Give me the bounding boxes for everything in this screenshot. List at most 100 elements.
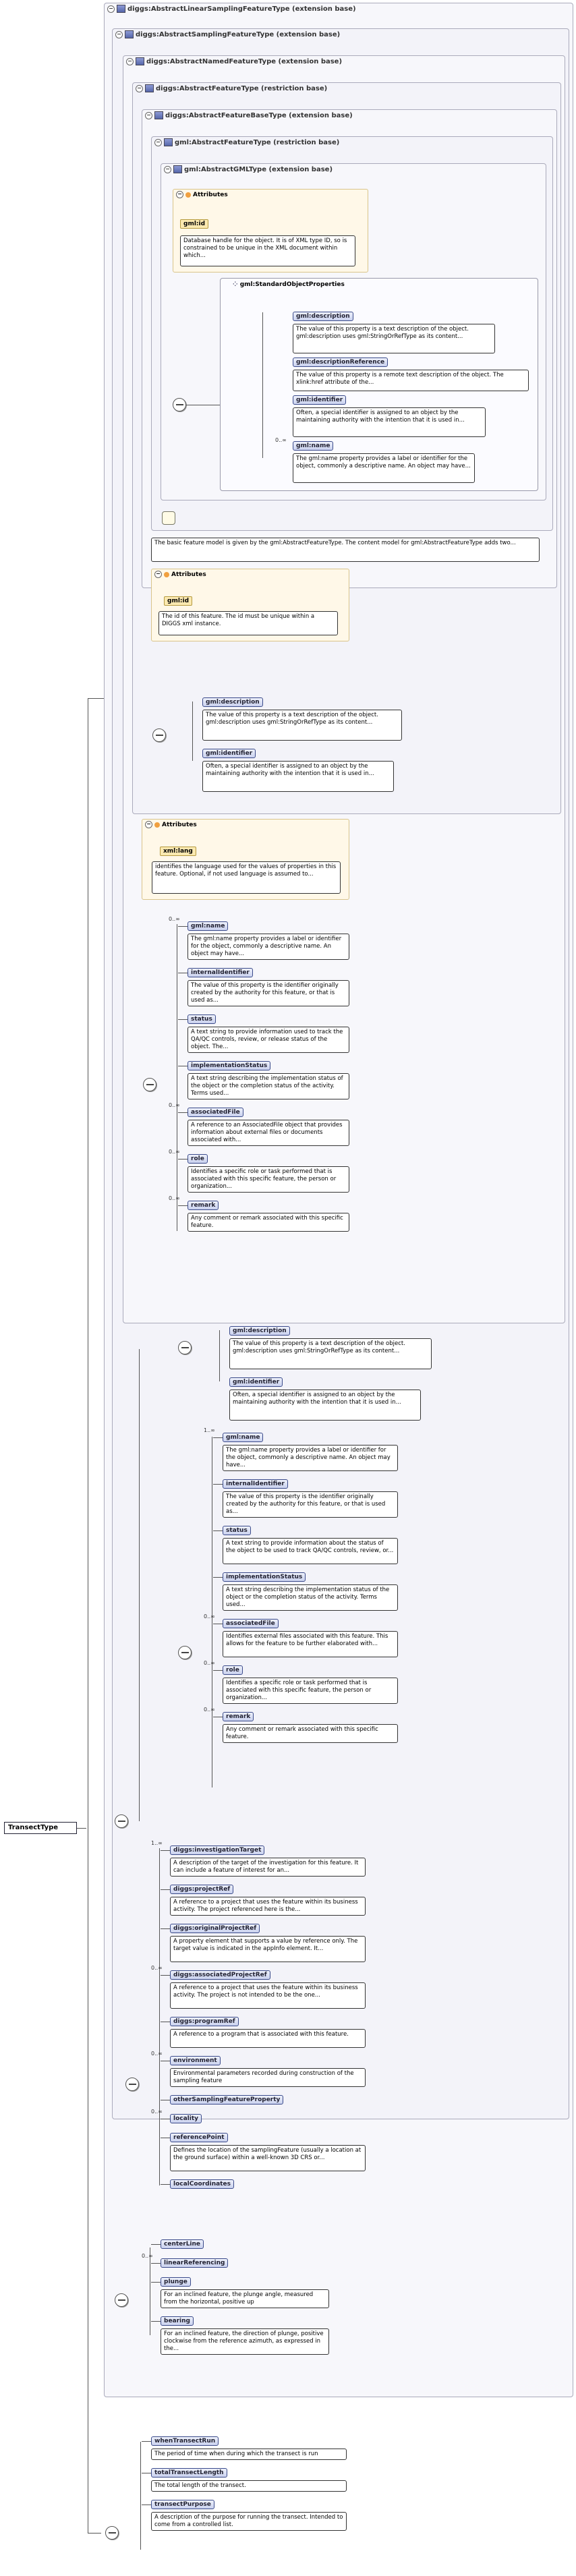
element-linearreferencing[interactable]: linearReferencing	[161, 2258, 229, 2268]
element-role[interactable]: role	[188, 1154, 208, 1164]
element-remark[interactable]: remark	[223, 1712, 254, 1721]
element-environment[interactable]: environment	[170, 2056, 221, 2065]
element-totaltransectlength[interactable]: totalTransectLength	[151, 2468, 227, 2478]
element-locality[interactable]: locality	[170, 2114, 202, 2123]
element-implementationstatus[interactable]: implementationStatus	[223, 1572, 306, 1582]
attribute-gml-id[interactable]: gml:id	[180, 219, 209, 229]
element-doc: The gml:name property provides a label o…	[223, 1445, 398, 1471]
extension-title: diggs:AbstractFeatureBaseType (extension…	[165, 112, 353, 119]
attributes-icon	[164, 571, 169, 577]
collapse-toggle-icon[interactable]: −	[136, 84, 143, 92]
transecttype-node[interactable]: TransectType	[4, 1822, 77, 1834]
attributes-icon	[154, 822, 160, 828]
element-plunge[interactable]: plunge	[161, 2277, 191, 2287]
attribute-xml-lang[interactable]: xml:lang	[160, 847, 196, 856]
element-localcoordinates[interactable]: localCoordinates	[170, 2179, 234, 2189]
connector	[151, 2244, 161, 2245]
element-doc: Identifies external files associated wit…	[223, 1631, 398, 1657]
abstract-feature-seq-icon[interactable]	[162, 511, 175, 525]
group-branch-line	[262, 312, 263, 458]
element-gml-identifier[interactable]: gml:identifier	[229, 1377, 283, 1387]
element-gml-name[interactable]: gml:name	[188, 921, 229, 931]
collapse-toggle-icon[interactable]: −	[154, 571, 162, 578]
collapse-toggle-icon[interactable]: −	[154, 138, 162, 146]
element-diggs-investigationtarget[interactable]: diggs:investigationTarget	[170, 1845, 265, 1855]
cardinality-label: 0..∞	[169, 1149, 180, 1155]
collapse-toggle-icon[interactable]: −	[107, 5, 115, 13]
connector	[151, 2282, 161, 2283]
extension-title: diggs:AbstractSamplingFeatureType (exten…	[136, 31, 341, 38]
attributes-icon	[185, 192, 191, 198]
collapse-toggle-icon[interactable]: −	[145, 821, 152, 828]
element-doc: A reference to a program that is associa…	[170, 2029, 366, 2048]
element-doc: The value of this property is a text des…	[293, 324, 495, 353]
element-gml-identifier[interactable]: gml:identifier	[202, 749, 256, 758]
attribute-gml-id[interactable]: gml:id	[164, 596, 193, 606]
element-transectpurpose[interactable]: transectPurpose	[151, 2500, 214, 2509]
element-diggs-associatedprojectref[interactable]: diggs:associatedProjectRef	[170, 1970, 270, 1980]
connector	[142, 2441, 151, 2442]
element-centerline[interactable]: centerLine	[161, 2239, 204, 2249]
cardinality-label: 0..∞	[204, 1707, 215, 1713]
element-doc: The gml:name property provides a label o…	[188, 934, 349, 960]
element-implementationstatus[interactable]: implementationStatus	[188, 1061, 271, 1070]
collapse-toggle-icon[interactable]: −	[145, 111, 152, 119]
element-bearing[interactable]: bearing	[161, 2316, 194, 2326]
element-diggs-originalprojectref[interactable]: diggs:originalProjectRef	[170, 1924, 260, 1933]
feature-model-doc: The basic feature model is given by the …	[151, 538, 540, 562]
sequence-compositor-icon[interactable]	[143, 1078, 156, 1091]
element-status[interactable]: status	[223, 1526, 251, 1535]
element-internalidentifier[interactable]: internalIdentifier	[223, 1479, 288, 1489]
connector	[213, 1437, 223, 1438]
element-gml-name[interactable]: gml:name	[223, 1433, 264, 1442]
element-doc: A description of the target of the inves…	[170, 1858, 366, 1877]
element-doc: The value of this property is a remote t…	[293, 370, 529, 391]
sequence-compositor-icon[interactable]	[115, 2293, 128, 2307]
cardinality-label: 0..∞	[169, 1195, 180, 1201]
cardinality-label: 1..∞	[204, 1427, 215, 1433]
extension-title: gml:AbstractFeatureType (restriction bas…	[175, 139, 340, 146]
sequence-compositor-icon[interactable]	[178, 1341, 192, 1354]
sequence-compositor-icon[interactable]	[152, 728, 166, 742]
connector	[178, 1112, 188, 1113]
sequence-compositor-icon[interactable]	[173, 398, 186, 411]
element-associatedfile[interactable]: associatedFile	[223, 1619, 279, 1628]
element-diggs-programref[interactable]: diggs:programRef	[170, 2017, 239, 2026]
element-doc: Identifies a specific role or task perfo…	[223, 1678, 398, 1704]
group-title: gml:StandardObjectProperties	[239, 281, 345, 288]
collapse-toggle-icon[interactable]: −	[126, 57, 134, 65]
collapse-toggle-icon[interactable]: −	[115, 30, 123, 38]
element-gml-identifier[interactable]: gml:identifier	[293, 395, 347, 405]
element-othersamplingfeatureproperty[interactable]: otherSamplingFeatureProperty	[170, 2095, 284, 2105]
element-associatedfile[interactable]: associatedFile	[188, 1108, 243, 1117]
element-referencepoint[interactable]: referencePoint	[170, 2133, 228, 2142]
connector	[161, 1975, 170, 1976]
element-gml-description[interactable]: gml:description	[229, 1326, 290, 1336]
attributes-panel-e3: −Attributes xml:lang identifies the lang…	[142, 819, 349, 900]
connector	[151, 2321, 161, 2322]
element-internalidentifier[interactable]: internalIdentifier	[188, 968, 253, 977]
element-doc: Often, a special identifier is assigned …	[202, 761, 394, 792]
connector	[213, 1577, 223, 1578]
element-gml-description-reference[interactable]: gml:descriptionReference	[293, 357, 388, 367]
branch-line	[192, 702, 193, 761]
element-gml-description[interactable]: gml:description	[202, 697, 263, 707]
element-gml-description[interactable]: gml:description	[293, 312, 353, 321]
cardinality-label: 0..∞	[169, 916, 180, 922]
element-diggs-projectref[interactable]: diggs:projectRef	[170, 1885, 234, 1894]
element-doc: The value of this property is a text des…	[202, 710, 402, 741]
sequence-compositor-icon[interactable]	[125, 2078, 139, 2091]
collapse-toggle-icon[interactable]: −	[176, 191, 183, 198]
connector	[161, 1928, 170, 1929]
collapse-toggle-icon[interactable]: −	[164, 165, 171, 173]
element-whentransectrun[interactable]: whenTransectRun	[151, 2436, 219, 2446]
sequence-compositor-icon[interactable]	[105, 2526, 119, 2540]
element-role[interactable]: role	[223, 1665, 243, 1675]
element-remark[interactable]: remark	[188, 1201, 219, 1210]
cardinality-label: 0..∞	[275, 437, 287, 443]
attributes-label: Attributes	[162, 822, 197, 828]
element-gml-name[interactable]: gml:name	[293, 441, 334, 451]
sequence-compositor-icon[interactable]	[115, 1814, 128, 1828]
element-status[interactable]: status	[188, 1014, 216, 1024]
sequence-compositor-icon[interactable]	[178, 1646, 192, 1659]
